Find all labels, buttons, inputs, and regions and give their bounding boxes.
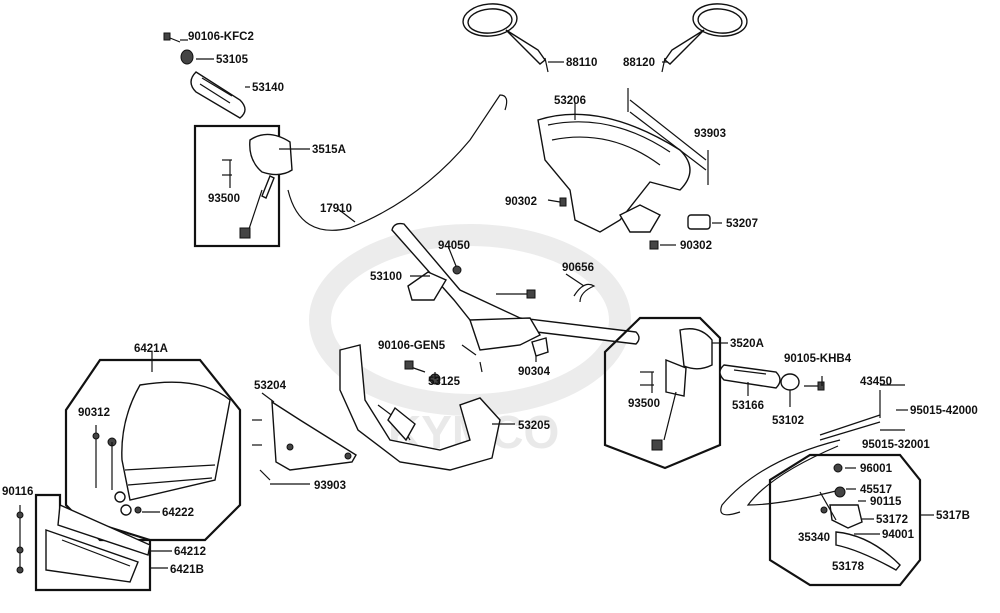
label-90302-lower: 90302 — [680, 240, 712, 252]
label-90105-KHB4: 90105-KHB4 — [784, 353, 852, 365]
label-43450: 43450 — [860, 376, 892, 388]
label-53207: 53207 — [726, 218, 758, 230]
throttle-screw — [163, 32, 181, 43]
label-94001: 94001 — [882, 529, 915, 541]
label-45517: 45517 — [860, 484, 892, 496]
label-6421B: 6421B — [170, 564, 204, 576]
brake-lever-frame — [768, 453, 922, 587]
label-93903-bottom: 93903 — [314, 480, 346, 492]
label-88120: 88120 — [623, 57, 655, 69]
bar-end-bolt — [804, 381, 825, 391]
label-90115: 90115 — [870, 496, 902, 508]
visor-frame — [34, 493, 152, 592]
mirror-right — [661, 3, 748, 73]
label-64222: 64222 — [162, 507, 194, 519]
windscreen-nuts-64222 — [114, 491, 142, 516]
label-94050: 94050 — [438, 240, 470, 252]
label-53172: 53172 — [876, 514, 908, 526]
visor-screws-90116 — [16, 505, 24, 574]
label-95015-32001: 95015-32001 — [862, 439, 930, 451]
label-53205: 53205 — [518, 420, 551, 432]
front-lower-cover — [339, 344, 501, 471]
label-90304: 90304 — [518, 366, 551, 378]
label-88110: 88110 — [566, 57, 597, 69]
visor-panel-64212 — [45, 503, 151, 583]
windscreen-frame — [64, 358, 242, 542]
label-35340: 35340 — [798, 532, 830, 544]
label-53178: 53178 — [832, 561, 865, 573]
handlebar — [391, 222, 640, 385]
right-grip-53166 — [719, 364, 781, 389]
left-switch-frame — [193, 124, 281, 248]
right-switch-screws — [640, 371, 654, 393]
label-53166: 53166 — [732, 400, 764, 412]
label-90656: 90656 — [562, 262, 594, 274]
label-93500-right: 93500 — [628, 398, 660, 410]
mirror-left — [462, 3, 549, 73]
label-3515A: 3515A — [312, 144, 346, 156]
left-switch-screws — [222, 159, 232, 188]
label-93500-left: 93500 — [208, 193, 240, 205]
label-90312: 90312 — [78, 407, 110, 419]
label-6421A: 6421A — [134, 343, 168, 355]
windscreen — [121, 381, 231, 501]
right-switch-frame — [603, 316, 722, 470]
label-95015-42000: 95015-42000 — [910, 405, 978, 417]
screw-90302-lower — [649, 240, 676, 250]
label-53206: 53206 — [554, 95, 586, 107]
label-90106-GEN5: 90106-GEN5 — [378, 340, 446, 352]
right-switch-housing — [651, 328, 713, 451]
label-3520A: 3520A — [730, 338, 764, 350]
side-panel-53204 — [271, 400, 357, 471]
throttle-cable — [287, 94, 508, 231]
label-53105: 53105 — [216, 54, 249, 66]
bar-end-53102 — [780, 373, 800, 391]
cover-screws-93903 — [627, 88, 709, 185]
label-53125: 53125 — [428, 376, 461, 388]
label-90106-KFC2: 90106-KFC2 — [188, 31, 254, 43]
brake-cable — [720, 390, 908, 516]
screws-93903-lower — [252, 419, 310, 485]
label-90302-upper: 90302 — [505, 196, 537, 208]
label-53140: 53140 — [252, 82, 284, 94]
cover-cap-53207 — [687, 214, 711, 230]
label-93903-top: 93903 — [694, 128, 726, 140]
label-53100: 53100 — [370, 271, 402, 283]
screw-90302-upper — [547, 197, 567, 207]
label-53102: 53102 — [772, 415, 804, 427]
throttle-cap — [180, 49, 194, 65]
label-17910: 17910 — [320, 203, 352, 215]
label-64212: 64212 — [174, 546, 206, 558]
label-90116: 90116 — [2, 486, 33, 498]
label-53204: 53204 — [254, 380, 287, 392]
left-switch-housing — [239, 133, 293, 239]
windscreen-screws-90312 — [92, 425, 117, 490]
label-96001: 96001 — [860, 463, 893, 475]
brake-lever-assembly — [819, 463, 901, 571]
throttle-grip — [190, 71, 246, 119]
upper-cover — [537, 113, 691, 233]
label-5317B: 5317B — [936, 510, 970, 522]
